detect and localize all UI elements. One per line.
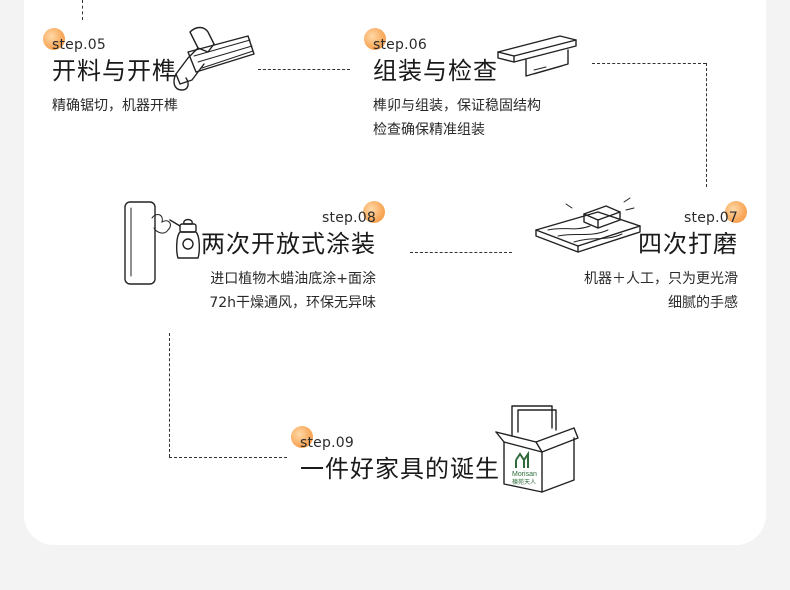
connector-06-07-h — [592, 63, 706, 64]
connector-05-06 — [258, 69, 350, 70]
step-07-desc-2: 细腻的手感 — [668, 295, 738, 311]
step-07-tag: step.07 — [684, 201, 747, 229]
step-07: step.07 四次打磨 机器＋人工，只为更光滑 细腻的手感 — [548, 201, 747, 315]
step-dot-icon — [43, 28, 65, 50]
step-08-tag: step.08 — [322, 201, 385, 229]
shelf-bracket-icon — [497, 35, 577, 77]
step-05-tag: step.05 — [43, 28, 106, 56]
step-dot-icon — [363, 201, 385, 223]
saw-hand-icon — [173, 26, 255, 91]
package-box-icon: Morisan 楝苑天人 — [495, 405, 579, 493]
connector-06-07-v — [706, 63, 707, 187]
step-dot-icon — [725, 201, 747, 223]
step-05-title: 开料与开榫 — [52, 57, 177, 85]
step-09-title: 一件好家具的诞生 — [300, 455, 500, 483]
step-06-desc-1: 榫卯与组装，保证稳固结构 — [373, 98, 541, 114]
step-09-tag: step.09 — [291, 426, 354, 454]
box-brand: Morisan — [512, 471, 537, 478]
connector-08-09-v — [169, 333, 170, 457]
step-07-desc-1: 机器＋人工，只为更光滑 — [584, 271, 738, 287]
step-dot-icon — [364, 28, 386, 50]
connector-07-08 — [410, 252, 512, 253]
step-09: step.09 一件好家具的诞生 — [291, 426, 500, 484]
box-brand-cn: 楝苑天人 — [512, 478, 536, 486]
connector-top — [82, 0, 83, 20]
connector-08-09-h — [169, 457, 287, 458]
step-08-title: 两次开放式涂装 — [201, 230, 376, 258]
step-08-desc-2: 72h干燥通风，环保无异味 — [209, 295, 376, 311]
step-06: step.06 组装与检查 榫卯与组装，保证稳固结构 检查确保精准组装 — [364, 28, 541, 142]
spray-can-icon — [124, 201, 201, 285]
step-06-tag: step.06 — [364, 28, 427, 56]
step-08: step.08 两次开放式涂装 进口植物木蜡油底涂+面涂 72h干燥通风，环保无… — [190, 201, 385, 315]
process-card — [24, 0, 766, 545]
step-07-title: 四次打磨 — [638, 230, 738, 258]
step-05: step.05 开料与开榫 精确锯切，机器开榫 — [43, 28, 178, 118]
step-05-desc: 精确锯切，机器开榫 — [52, 98, 178, 114]
step-06-desc-2: 检查确保精准组装 — [373, 122, 485, 138]
sanding-block-icon — [535, 197, 641, 253]
step-06-title: 组装与检查 — [373, 57, 498, 85]
step-dot-icon — [291, 426, 313, 448]
step-08-desc-1: 进口植物木蜡油底涂+面涂 — [210, 271, 376, 287]
